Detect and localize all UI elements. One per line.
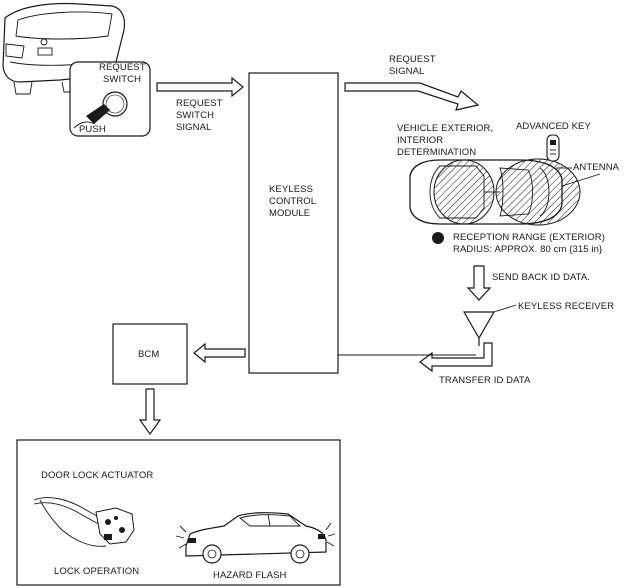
advanced-key-label: ADVANCED KEY <box>516 121 591 132</box>
request-switch-label: REQUEST <box>99 62 146 73</box>
request-switch-signal-label-2: SWITCH <box>176 110 214 121</box>
car-rear-illustration <box>2 2 126 95</box>
keyless-receiver-icon <box>462 304 517 346</box>
door-lock-actuator-label: DOOR LOCK ACTUATOR <box>41 470 153 481</box>
arrow-transfer-id <box>419 342 493 373</box>
keyless-module-label-2: CONTROL <box>269 196 316 207</box>
request-signal-label: REQUEST <box>389 54 436 65</box>
keyless-module-label-3: MODULE <box>269 208 310 219</box>
keyless-receiver-label: KEYLESS RECEIVER <box>518 301 614 312</box>
output-box <box>16 439 341 586</box>
arrow-send-back-id <box>466 265 492 301</box>
reception-range-label: RECEPTION RANGE (EXTERIOR) <box>453 232 605 243</box>
arrow-request-signal <box>344 82 480 111</box>
request-switch-signal-label: REQUEST <box>176 98 223 109</box>
request-switch-label-2: SWITCH <box>103 74 141 85</box>
arrow-bcm-to-output <box>138 388 162 436</box>
antenna-leader-line-2 <box>561 173 601 187</box>
vehicle-determination-label-2: INTERIOR <box>397 135 443 146</box>
vehicle-top-view <box>409 158 581 226</box>
advanced-key-icon <box>546 134 560 162</box>
sedan-illustration <box>185 512 327 564</box>
vehicle-determination-label-3: DETERMINATION <box>397 147 476 158</box>
push-label: PUSH <box>79 124 106 135</box>
request-signal-label-2: SIGNAL <box>389 66 424 77</box>
antenna-label: ANTENNA <box>573 162 620 173</box>
transfer-id-label: TRANSFER ID DATA <box>439 375 531 386</box>
arrow-request-switch-signal <box>156 76 244 98</box>
hazard-flash-label: HAZARD FLASH <box>213 570 287 581</box>
lock-operation-label: LOCK OPERATION <box>54 566 139 577</box>
keyless-module-label: KEYLESS <box>269 184 313 195</box>
door-lock-actuator-illustration <box>33 497 135 547</box>
vehicle-determination-label: VEHICLE EXTERIOR, <box>397 123 493 134</box>
send-back-id-label: SEND BACK ID DATA. <box>492 272 590 283</box>
reception-range-radius-label: RADIUS: APPROX. 80 cm {315 in} <box>453 244 602 255</box>
hazard-flash-icon <box>175 522 336 549</box>
bcm-label: BCM <box>138 349 159 360</box>
keyless-control-module-box <box>248 72 339 374</box>
request-switch-inset: REQUEST SWITCH PUSH <box>69 61 151 137</box>
reception-range-marker-icon <box>432 232 444 244</box>
request-switch-signal-label-3: SIGNAL <box>176 122 211 133</box>
arrow-module-to-bcm <box>193 342 246 364</box>
bcm-box <box>112 323 188 385</box>
